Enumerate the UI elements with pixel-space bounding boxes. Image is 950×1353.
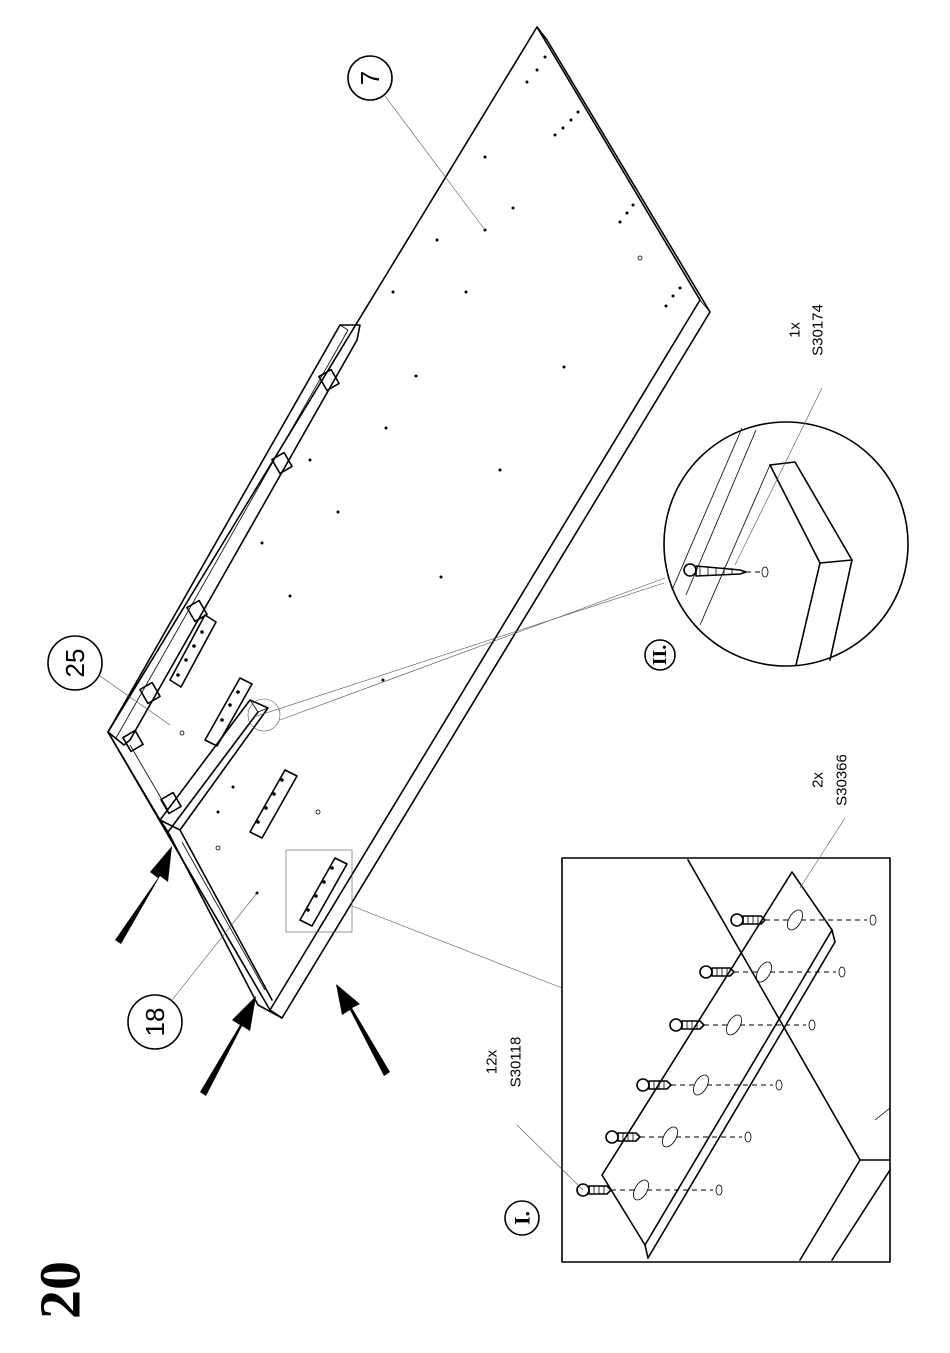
panel-25-drawing xyxy=(108,325,360,820)
detail-II-screw-code: S30174 xyxy=(810,304,827,356)
panel-7-holes xyxy=(180,56,682,851)
screw-icon xyxy=(606,1124,751,1149)
detail-I-marker: I. xyxy=(510,1211,535,1225)
detail-I-screws xyxy=(577,907,876,1202)
detail-II-screw-qty: 1x xyxy=(787,322,804,338)
arrow-icon xyxy=(115,846,172,944)
callout-18-label: 18 xyxy=(140,1008,170,1037)
detail-II: II. 1x S30174 xyxy=(248,304,908,731)
detail-I-screw-qty: 12x xyxy=(484,1049,501,1074)
detail-II-marker: II. xyxy=(649,645,671,666)
callout-7-label: 7 xyxy=(355,71,385,85)
panel-7-drawing xyxy=(108,27,710,1018)
arrow-icon xyxy=(336,984,390,1076)
callout-18: 18 xyxy=(128,893,257,1049)
screw-icon xyxy=(731,907,876,932)
detail-I: I. 12x S30118 2x S30366 xyxy=(352,754,890,1262)
screw-icon xyxy=(670,1012,815,1037)
callout-25-label: 25 xyxy=(60,649,90,678)
screw-icon xyxy=(577,1177,722,1202)
detail-I-bracket-code: S30366 xyxy=(834,754,851,806)
step-number: 20 xyxy=(28,1261,93,1319)
detail-I-screw-code: S30118 xyxy=(508,1037,525,1088)
callout-7: 7 xyxy=(348,56,485,230)
screw-icon xyxy=(637,1072,782,1097)
arrow-icon xyxy=(200,996,256,1096)
callout-25: 25 xyxy=(48,636,170,725)
detail-I-bracket-qty: 2x xyxy=(810,772,827,788)
push-arrows xyxy=(115,846,390,1096)
